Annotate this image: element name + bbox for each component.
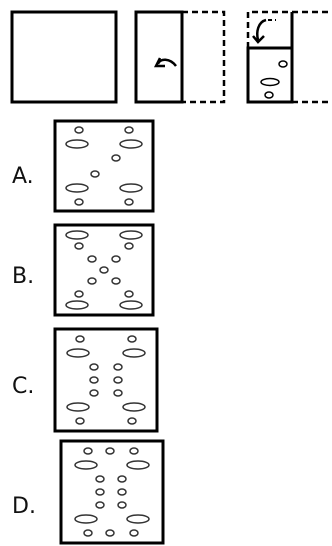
option-b-label: B. [12, 264, 35, 289]
option-a-pattern[interactable] [52, 118, 156, 214]
option-a-label: A. [12, 164, 34, 189]
punched-hole [260, 77, 280, 87]
option-b-pattern[interactable] [52, 222, 156, 318]
option-c-label: C. [12, 374, 35, 399]
step-1-square [10, 10, 118, 104]
step-3-fold-and-punch [246, 10, 330, 104]
option-c-pattern[interactable] [52, 326, 160, 434]
punched-hole [278, 60, 288, 68]
punched-hole [264, 91, 274, 99]
option-d-pattern[interactable] [58, 438, 166, 546]
step-2-fold [134, 10, 226, 104]
fold-arrow-icon [256, 18, 267, 41]
folding-sequence-figure [10, 10, 330, 104]
option-d-label: D. [12, 494, 36, 519]
